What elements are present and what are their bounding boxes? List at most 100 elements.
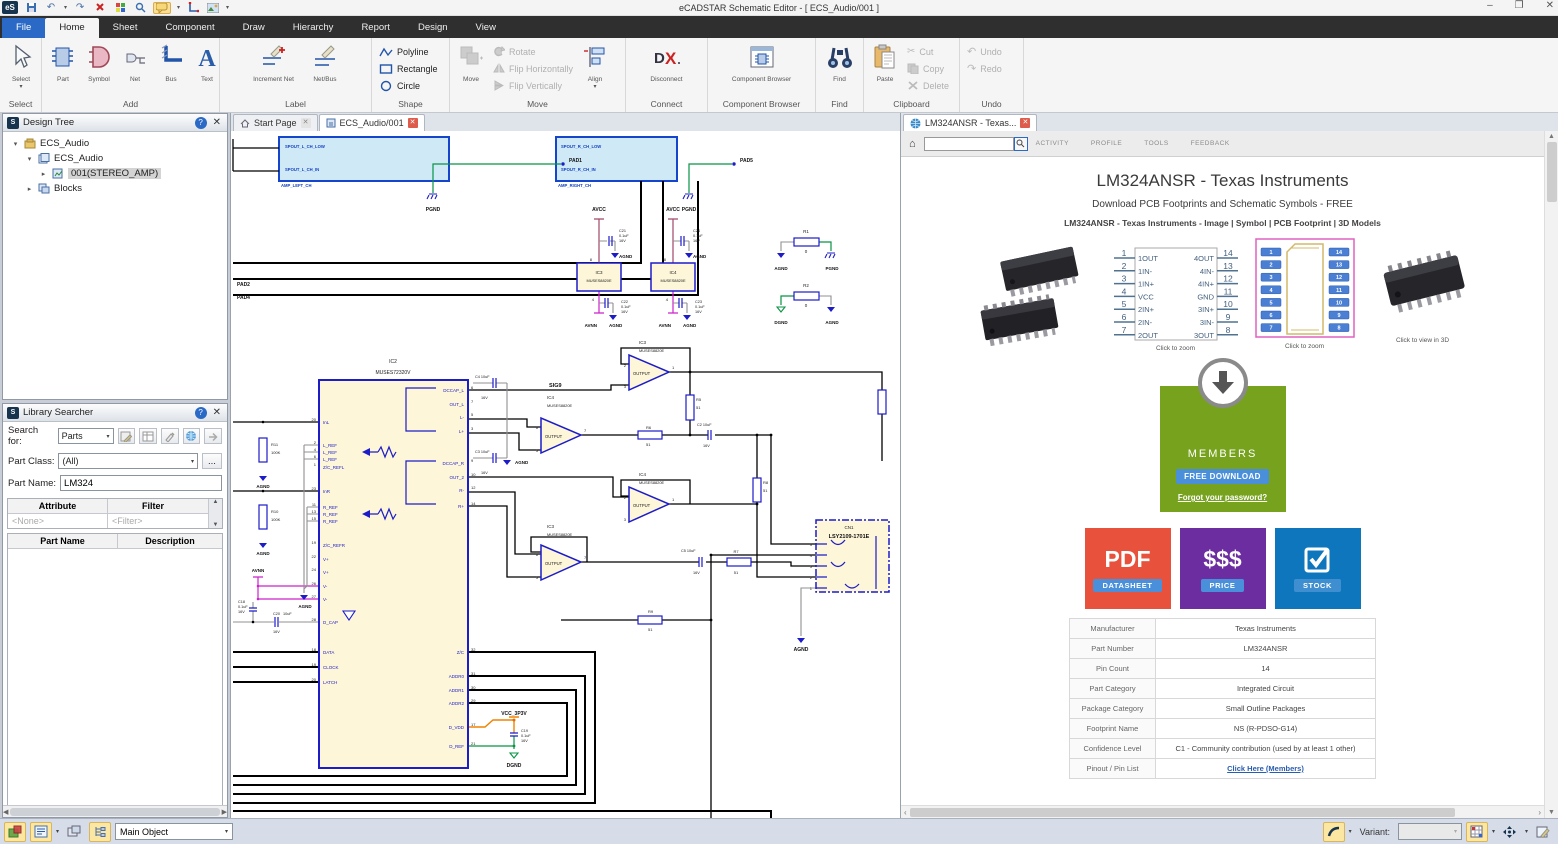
draw-pen-icon[interactable] [1322, 821, 1345, 842]
help-icon[interactable]: ? [194, 406, 207, 419]
copy-button[interactable]: Copy [904, 61, 952, 76]
net-button[interactable]: Net [118, 41, 152, 97]
browser-h-scrollbar[interactable]: ‹› [901, 805, 1544, 818]
object-mode-select[interactable]: Main Object▾ [115, 823, 234, 840]
circle-button[interactable]: Circle [376, 78, 441, 93]
toolbar-overflow-icon[interactable]: ▾ [226, 5, 230, 11]
redo-button[interactable]: ↷Redo [967, 63, 1002, 75]
part-button[interactable]: Part [46, 41, 80, 97]
tab-lm324ansr[interactable]: LM324ANSR - Texas...✕ [903, 114, 1038, 131]
flip-vertical-button[interactable]: Flip Vertically [490, 78, 576, 93]
menu-view[interactable]: View [475, 22, 496, 33]
object-list-icon[interactable] [30, 821, 52, 842]
object-list-dropdown-icon[interactable]: ▾ [56, 829, 60, 835]
browser-search-input[interactable] [923, 136, 1014, 151]
redo-icon[interactable]: ↷ [75, 2, 85, 13]
comment-icon[interactable] [153, 1, 172, 14]
rectangle-button[interactable]: Rectangle [376, 61, 441, 76]
nav-activity[interactable]: ACTIVITY [1035, 140, 1069, 147]
polyline-button[interactable]: Polyline [376, 44, 441, 59]
comment-dropdown-icon[interactable]: ▾ [177, 5, 181, 11]
net-bus-label-button[interactable]: Net/Bus [308, 41, 342, 97]
library-h-scrollbar[interactable]: ◀▶ [3, 805, 227, 817]
zoom-select-icon[interactable] [133, 2, 147, 14]
text-button[interactable]: A Text [190, 41, 224, 97]
resistor-r9[interactable] [637, 615, 663, 625]
more-button[interactable]: ... [202, 453, 222, 469]
price-button[interactable]: PRICE [1200, 578, 1245, 592]
download-icon[interactable] [1197, 358, 1248, 408]
resistor-edge[interactable] [877, 389, 887, 415]
menu-home[interactable]: Home [45, 18, 99, 38]
close-icon[interactable]: ✕ [212, 117, 221, 128]
nav-profile[interactable]: PROFILE [1090, 140, 1123, 147]
filter-header[interactable]: Filter [141, 501, 164, 511]
opamp-ic4a[interactable] [628, 485, 671, 524]
price-tile[interactable]: $$$ PRICE [1179, 528, 1266, 609]
close-button[interactable]: ✕ [1545, 0, 1554, 11]
color-grid-icon[interactable] [113, 2, 127, 14]
part-name-input[interactable] [60, 475, 222, 491]
menu-report[interactable]: Report [361, 22, 390, 33]
forward-icon[interactable] [204, 428, 222, 444]
close-tab-icon[interactable]: ✕ [1020, 118, 1031, 128]
pen-dropdown-icon[interactable]: ▾ [1348, 829, 1352, 835]
tab-start-page[interactable]: Start Page✕ [233, 114, 318, 131]
web-search-icon[interactable] [182, 428, 201, 444]
grid-settings-icon[interactable] [1465, 821, 1488, 842]
resistor-r1[interactable] [793, 237, 820, 247]
opamp-ic3a[interactable] [628, 353, 671, 392]
bus-button[interactable]: Bus [154, 41, 188, 97]
table-edit-icon[interactable] [139, 428, 157, 444]
undo-button[interactable]: ↶Undo [967, 46, 1002, 58]
pan-dropdown-icon[interactable]: ▾ [1524, 829, 1528, 835]
stock-tile[interactable]: STOCK [1274, 528, 1361, 609]
align-button[interactable]: Align▾ [578, 41, 612, 97]
paste-button[interactable]: Paste [868, 41, 902, 97]
close-tab-icon[interactable]: ✕ [300, 118, 311, 128]
attribute-header[interactable]: Attribute [8, 499, 108, 513]
datasheet-tile[interactable]: PDF DATASHEET [1084, 528, 1171, 609]
resistor-r7[interactable] [726, 557, 752, 567]
menu-file[interactable]: File [2, 18, 46, 38]
ic3-power-symbol[interactable] [576, 262, 622, 292]
block-amp-left[interactable] [278, 136, 450, 182]
close-icon[interactable]: ✕ [212, 407, 221, 418]
menu-sheet[interactable]: Sheet [112, 22, 138, 33]
search-for-select[interactable]: Parts▾ [57, 428, 114, 444]
minimize-button[interactable]: – [1487, 0, 1493, 11]
nav-tools[interactable]: TOOLS [1144, 140, 1169, 147]
pinout-link[interactable]: Click Here (Members) [1227, 764, 1304, 773]
tab-ecs-audio-001[interactable]: ECS_Audio/001✕ [318, 114, 425, 131]
select-button[interactable]: Select▾ [4, 41, 38, 97]
filter-placeholder[interactable]: <Filter> [112, 516, 143, 526]
axes-icon[interactable] [186, 2, 200, 14]
resistor-r11[interactable] [258, 437, 268, 463]
image-export-icon[interactable] [206, 2, 220, 14]
help-icon[interactable]: ? [194, 116, 207, 129]
edit-notes-icon[interactable] [1532, 822, 1554, 842]
component-browser-button[interactable]: Component Browser [728, 41, 795, 97]
opamp-ic4b[interactable] [540, 416, 583, 455]
tree-item-sheet-001[interactable]: ▸ 001(STEREO_AMP) [5, 166, 225, 181]
datasheet-button[interactable]: DATASHEET [1093, 578, 1162, 592]
restore-button[interactable]: ❐ [1514, 0, 1524, 11]
block-amp-right[interactable] [555, 136, 678, 182]
forgot-password-link[interactable]: Forgot your password? [1177, 493, 1268, 502]
resistor-r6[interactable] [637, 430, 663, 440]
ic2-muses72320[interactable] [318, 379, 469, 769]
attr-table-scrollbar[interactable]: ▲▼ [208, 499, 222, 528]
free-download-button[interactable]: FREE DOWNLOAD [1176, 469, 1269, 484]
save-icon[interactable] [24, 2, 38, 14]
rotate-button[interactable]: Rotate [490, 44, 576, 59]
attribute-placeholder[interactable]: <None> [8, 514, 108, 528]
nav-feedback[interactable]: FEEDBACK [1190, 140, 1230, 147]
package-photo[interactable] [969, 238, 1097, 346]
menu-component[interactable]: Component [165, 22, 215, 33]
delete-button[interactable]: Delete [904, 78, 952, 93]
menu-hierarchy[interactable]: Hierarchy [292, 22, 334, 33]
menu-draw[interactable]: Draw [242, 22, 265, 33]
find-button[interactable]: Find [823, 41, 857, 97]
menu-design[interactable]: Design [417, 22, 448, 33]
